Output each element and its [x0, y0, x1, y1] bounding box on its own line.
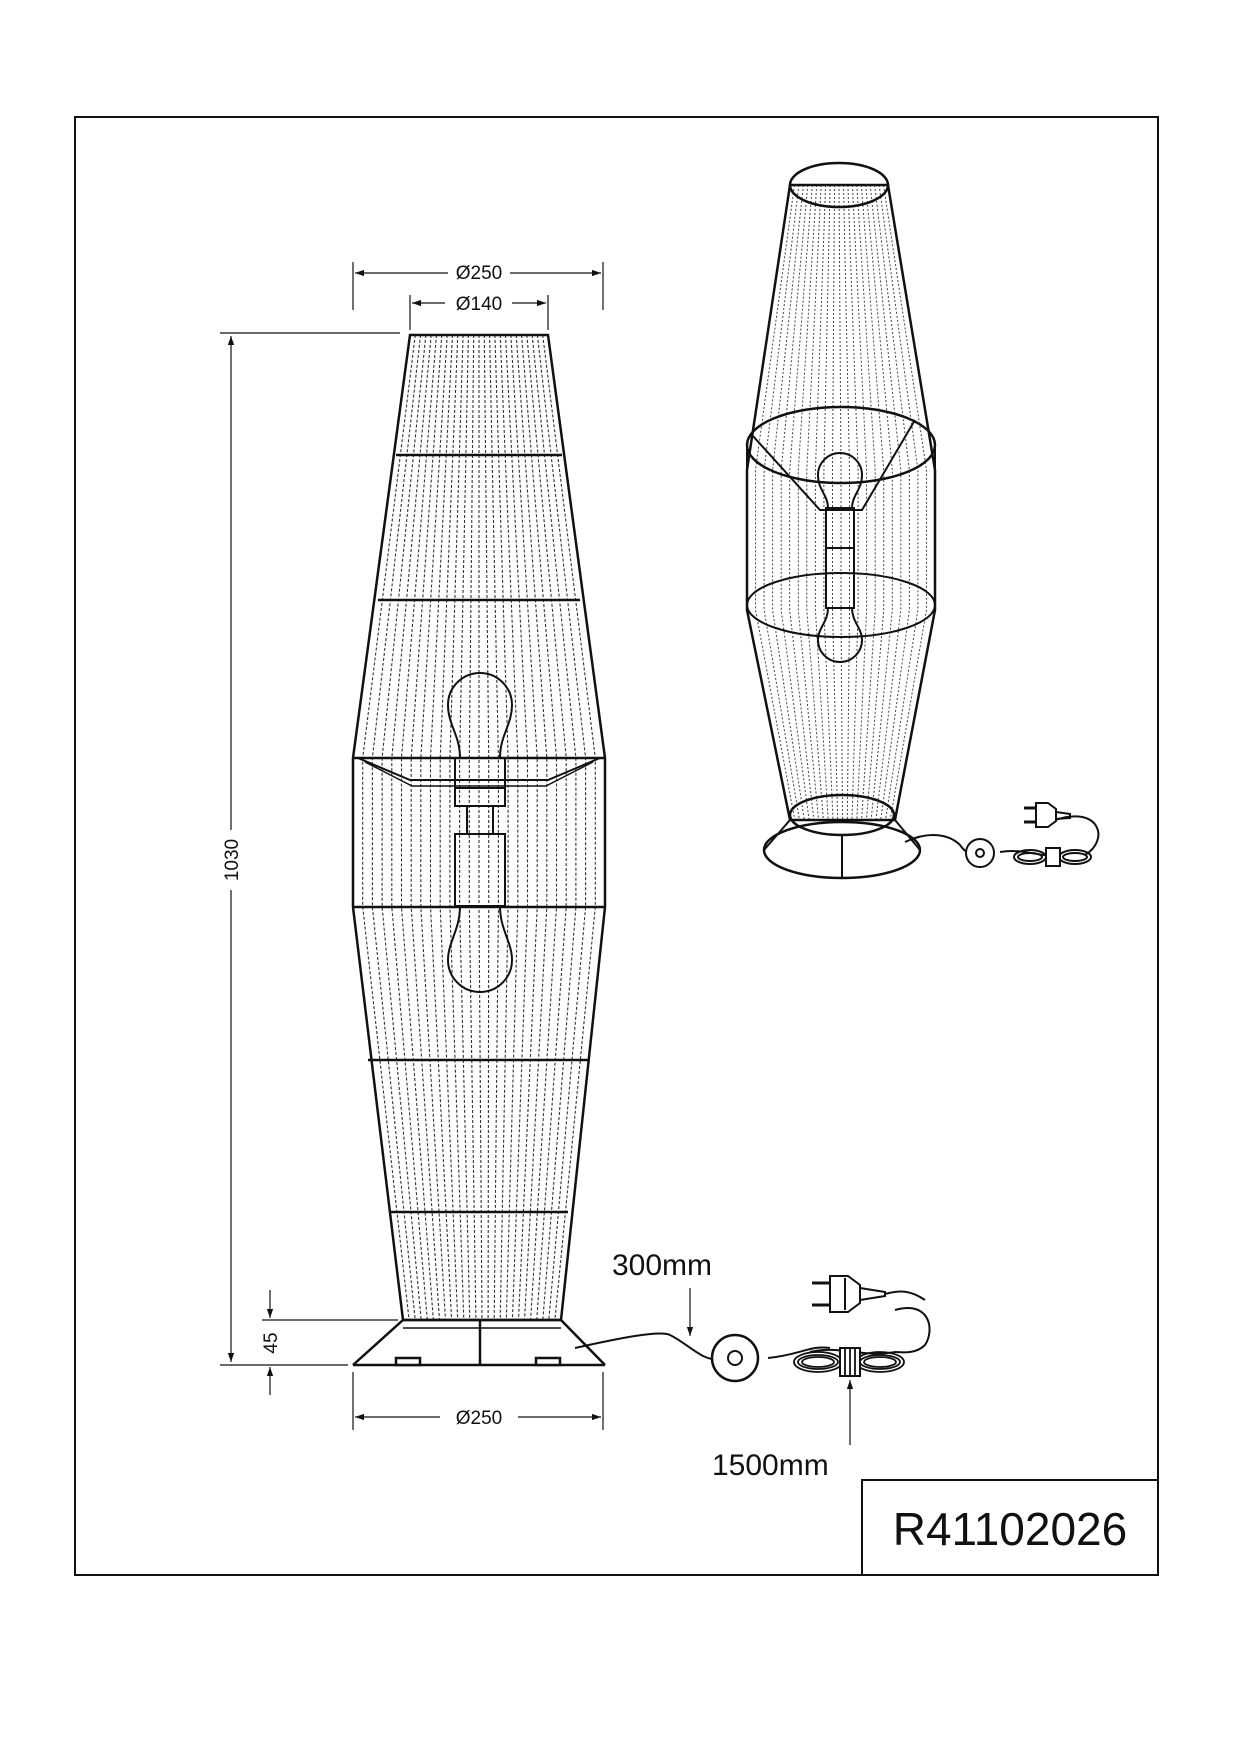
front-view-lamp — [351, 333, 607, 1367]
dim-top-inner: Ø140 — [456, 294, 502, 315]
coiled-cable — [793, 1347, 905, 1377]
product-code-box — [861, 1479, 1159, 1576]
dimension-lines — [220, 262, 854, 1445]
lamp-base — [352, 1319, 606, 1367]
dim-base-height: 45 — [261, 1332, 282, 1353]
dim-top-outer: Ø250 — [456, 263, 502, 284]
product-code: R41102026 — [893, 1503, 1127, 1555]
dim-base-diameter: Ø250 — [456, 1408, 502, 1429]
euro-plug — [812, 1275, 926, 1313]
dim-height: 1030 — [222, 839, 243, 881]
sheet-frame — [74, 116, 1159, 1576]
perspective-cord — [904, 802, 1100, 868]
lower-bulb — [446, 905, 514, 993]
perspective-view-lamp — [745, 161, 937, 880]
dim-cable-to-switch: 300mm — [612, 1249, 712, 1282]
socket — [454, 787, 506, 907]
dim-cable-length: 1500mm — [712, 1449, 829, 1482]
upper-bulb — [446, 672, 514, 789]
